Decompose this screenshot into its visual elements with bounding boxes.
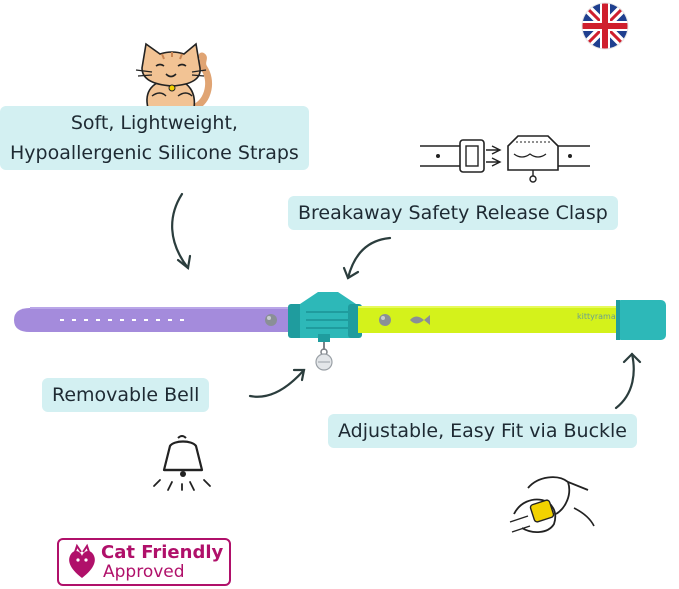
straps-label-line2: Hypoallergenic Silicone Straps [10, 142, 299, 164]
straps-label-line1: Soft, Lightweight, [70, 112, 238, 134]
arrow-bell-icon [248, 368, 306, 398]
badge-subtitle: Approved [103, 562, 185, 582]
uk-flag-icon [581, 2, 629, 50]
cat-heart-icon [69, 543, 95, 578]
bell-icon [153, 435, 211, 491]
cat-collar-image [14, 292, 666, 371]
hand-buckle-icon [509, 476, 595, 533]
straps-feature-label: Soft, Lightweight, Hypoallergenic Silico… [0, 106, 309, 170]
buckle-feature-label: Adjustable, Easy Fit via Buckle [328, 414, 637, 448]
arrow-straps-icon [171, 192, 192, 271]
cat-friendly-badge: Cat Friendly Approved [57, 538, 231, 586]
badge-title: Cat Friendly [101, 542, 224, 563]
collar-brand-text: kittyrama [577, 312, 616, 321]
cat-illustration-icon [135, 42, 213, 112]
clasp-feature-label: Breakaway Safety Release Clasp [288, 196, 618, 230]
arrow-clasp-icon [342, 236, 392, 280]
clasp-diagram-icon [420, 135, 590, 183]
arrow-buckle-icon [614, 352, 642, 410]
bell-feature-label: Removable Bell [42, 378, 210, 412]
